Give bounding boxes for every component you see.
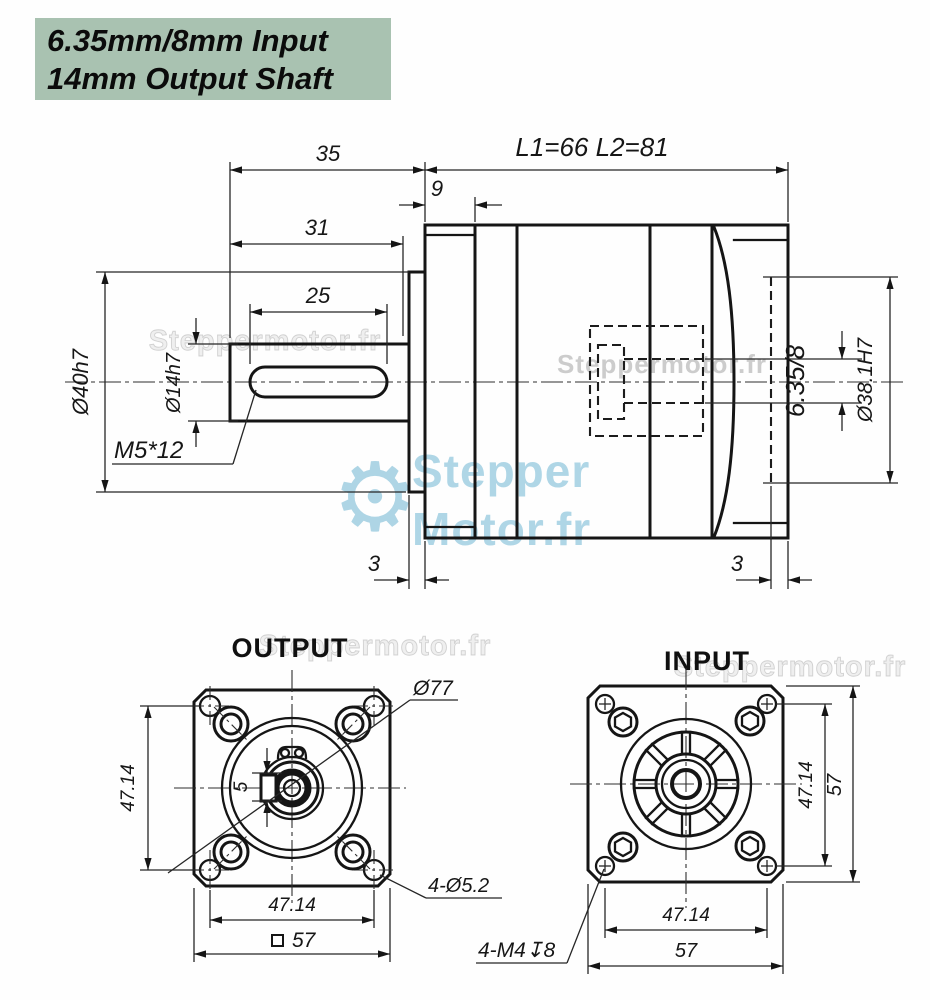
output-dim-vertical: 47.14 [118, 705, 200, 871]
output-view-title: OUTPUT [232, 633, 349, 663]
output-dim-vertical-label: 47.14 [118, 764, 139, 812]
output-view: OUTPUT [118, 633, 502, 962]
pilot-dia-label: Ø77 [412, 677, 454, 700]
dim-31: 31 [230, 215, 404, 336]
side-view: 35 31 25 9 L1=66 L2=81 [65, 132, 907, 589]
watermark-text: Steppermotor.fr [674, 651, 907, 683]
dim-25: 25 [249, 283, 388, 364]
adapter-curve [712, 225, 736, 539]
dim-key-width: 5 [231, 748, 282, 827]
input-dim-vertical: 47.14 [776, 703, 832, 867]
square-symbol-icon [271, 934, 284, 947]
banner-line1: 6.35mm/8mm Input [47, 23, 329, 58]
tapped-hole-label: M5*12 [114, 437, 183, 464]
input-dim-horizontal: 47.14 [604, 888, 768, 938]
watermark-text: Steppermotor.fr [557, 349, 767, 379]
output-flange-outline [192, 688, 392, 888]
input-dim-square-bottom-label: 57 [675, 940, 698, 962]
dim-boss-dia: Ø40h7 [68, 271, 409, 493]
dim-input-bore: 6.35/8 [705, 331, 862, 431]
dim-3-left: 3 [368, 495, 449, 589]
dim-31-label: 31 [305, 215, 329, 240]
dim-3-right-label: 3 [731, 551, 744, 576]
gear-icon: ⚙ [332, 445, 417, 551]
output-dim-horizontal-label: 47.14 [268, 895, 316, 916]
input-hex-screws [607, 705, 766, 863]
dim-9-label: 9 [431, 176, 443, 201]
input-mount-holes-label: 4-M4↧8 [478, 939, 555, 962]
input-coupling-face [619, 717, 753, 851]
dim-shaft-dia-label: Ø14h7 [163, 352, 185, 414]
output-shaft-face [220, 716, 364, 860]
watermark-logo-top: Stepper [412, 445, 590, 497]
callout-pilot-dia: Ø77 [167, 677, 458, 874]
hidden-input-bore [588, 277, 773, 483]
callout-tapped-hole: M5*12 [112, 389, 257, 465]
input-view-title: INPUT [664, 646, 750, 676]
dim-9: 9 [399, 176, 502, 222]
dim-input-bore-label: 6.35/8 [780, 344, 810, 417]
output-shaft [228, 270, 427, 494]
watermark-text: Steppermotor.fr [259, 630, 492, 662]
output-dim-square-label: 57 [292, 929, 317, 952]
dim-3-left-label: 3 [368, 551, 381, 576]
dim-pilot-dia-label: Ø38.1H7 [854, 337, 877, 423]
input-dim-horizontal-label: 47.14 [662, 905, 710, 926]
watermarks: Steppermotor.fr Steppermotor.fr Stepperm… [148, 325, 907, 684]
title-banner: 6.35mm/8mm Input 14mm Output Shaft [35, 18, 391, 100]
dim-shaft-dia: Ø14h7 [163, 318, 238, 447]
dim-25-label: 25 [305, 283, 331, 308]
banner-background [35, 18, 391, 100]
input-flange-outline [586, 684, 785, 884]
circlip-ears [276, 745, 308, 760]
callout-input-mount-holes: 4-M4↧8 [476, 868, 605, 964]
callout-mount-holes: 4-Ø5.2 [379, 874, 502, 899]
dim-boss-dia-label: Ø40h7 [68, 348, 93, 416]
dim-pilot-dia: Ø38.1H7 [763, 276, 898, 484]
input-view: INPUT [476, 646, 860, 974]
watermark-logo-bottom: Motor.fr [412, 503, 591, 555]
dim-35-label: 35 [316, 141, 341, 166]
watermark-text: Steppermotor.fr [149, 325, 382, 357]
output-dim-horizontal: 47.14 [209, 890, 375, 928]
dim-length-label: L1=66 L2=81 [515, 132, 668, 162]
banner-line2: 14mm Output Shaft [47, 61, 335, 96]
keyway-slot [248, 365, 389, 399]
input-dim-vertical-label: 47.14 [796, 761, 817, 809]
dim-key-width-label: 5 [231, 781, 252, 792]
output-counterbore-holes [212, 705, 372, 871]
output-dim-square: 57 [193, 888, 391, 962]
coupling-spokes [632, 730, 740, 838]
dim-length: L1=66 L2=81 [425, 132, 789, 222]
input-dim-square-right: 57 [786, 685, 860, 883]
output-mount-holes-label: 4-Ø5.2 [428, 875, 489, 897]
dim-3-right: 3 [731, 486, 812, 589]
input-dim-square-bottom: 57 [587, 884, 784, 974]
gearbox-housing [423, 223, 790, 540]
input-dim-square-right-label: 57 [824, 773, 846, 796]
